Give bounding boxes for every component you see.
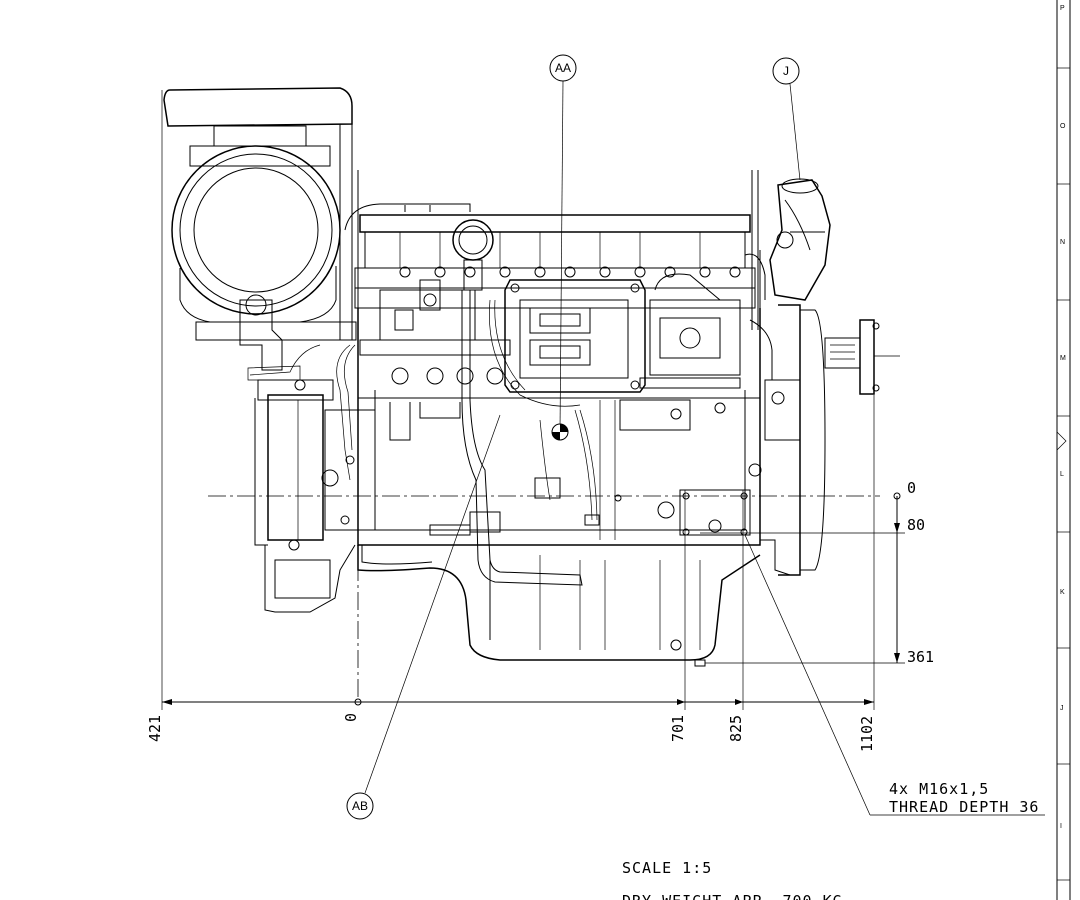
vertical-dimension-labels: 0 80 361 (907, 479, 934, 666)
drawing-border (1056, 0, 1071, 900)
zone-l: L (1060, 471, 1064, 478)
thread-note: 4x M16x1,5 THREAD DEPTH 36 (744, 534, 1045, 816)
thread-note-line1: 4x M16x1,5 (889, 780, 989, 798)
thread-note-line2: THREAD DEPTH 36 (889, 798, 1039, 816)
oil-pan (357, 545, 761, 667)
dim-label-361: 361 (907, 648, 934, 666)
dim-label-825: 825 (727, 715, 745, 742)
dim-label-80: 80 (907, 516, 925, 534)
callout-ab: AB (346, 414, 501, 820)
dim-label-421: 421 (146, 715, 164, 742)
left-manifold (359, 279, 511, 356)
callout-j: J (772, 57, 801, 181)
oil-filler-cap (452, 219, 494, 291)
wiring-harness (247, 299, 600, 526)
air-filter-housing (163, 87, 357, 371)
ecu-module (504, 279, 646, 393)
zone-k: K (1060, 589, 1065, 596)
callout-aa: AA (549, 54, 577, 441)
scale-note: SCALE 1:5 (622, 859, 712, 877)
output-flange (824, 319, 900, 395)
vertical-dimension-system (700, 492, 905, 664)
callout-aa-label: AA (555, 61, 571, 75)
valve-cover (344, 170, 759, 330)
oil-filter (254, 379, 376, 613)
horizontal-dimension-labels: 421 0 701 825 1102 (146, 713, 876, 752)
zone-n: N (1060, 239, 1065, 246)
fuel-pump-assembly (639, 273, 741, 389)
border-zone-labels: P O N M L K J I (1060, 5, 1066, 830)
zone-i: I (1060, 823, 1062, 830)
dim-label-0-vertical: 0 (907, 479, 916, 497)
coolant-outlet (744, 178, 831, 301)
dim-label-1102: 1102 (858, 716, 876, 752)
callout-ab-label: AB (352, 799, 368, 813)
horizontal-dimension-system (161, 90, 875, 710)
flywheel-housing (679, 250, 826, 576)
dim-label-0-horizontal: 0 (342, 713, 360, 722)
zone-j: J (1060, 705, 1064, 712)
dipstick-tube (461, 290, 583, 586)
zone-p: P (1060, 5, 1065, 12)
dim-label-701: 701 (669, 715, 687, 742)
zone-o: O (1060, 123, 1066, 130)
callout-j-label: J (783, 64, 789, 78)
injector-fittings (399, 266, 741, 278)
drawing-notes: SCALE 1:5 DRY WEIGHT APP. 700 KG (622, 859, 843, 900)
weight-note: DRY WEIGHT APP. 700 KG (622, 892, 843, 900)
zone-m: M (1060, 355, 1066, 362)
